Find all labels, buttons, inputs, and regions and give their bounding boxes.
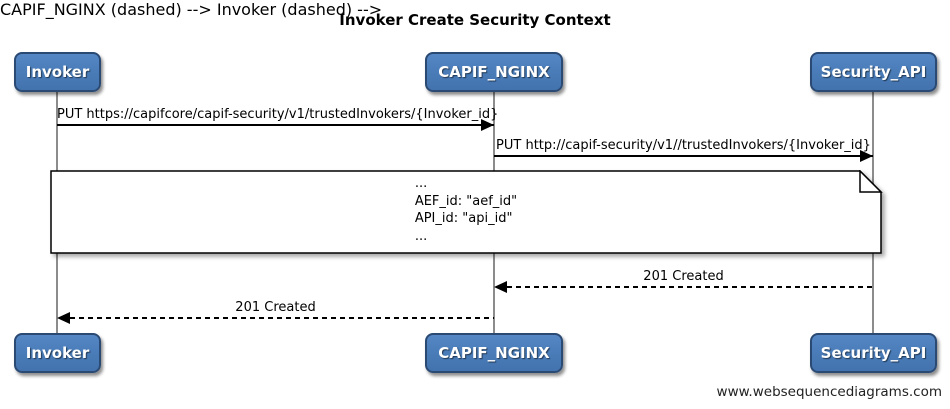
message-return-line xyxy=(61,317,494,319)
actor-top-security-api: Security_API xyxy=(810,52,937,92)
arrowhead-right-icon xyxy=(481,119,494,131)
message-arrow-line xyxy=(494,155,873,157)
message-label: 201 Created xyxy=(643,269,724,284)
actor-bottom-security-api: Security_API xyxy=(810,333,937,373)
note-line: ... xyxy=(414,228,428,244)
actor-top-invoker: Invoker xyxy=(14,52,101,92)
note-fold-icon xyxy=(859,169,883,193)
note-line: ... xyxy=(414,176,428,191)
actor-bottom-invoker: Invoker xyxy=(14,333,101,373)
note-text: ... AEF_id: "aef_id" API_id: "api_id" ..… xyxy=(50,170,882,254)
note-outline xyxy=(50,169,883,254)
actor-top-capif-nginx: CAPIF_NGINX xyxy=(425,52,563,92)
message-label: 201 Created xyxy=(235,300,316,315)
note-box: ... AEF_id: "aef_id" API_id: "api_id" ..… xyxy=(50,169,886,258)
message-arrow-line xyxy=(57,124,494,126)
message-label: PUT https://capifcore/capif-security/v1/… xyxy=(57,107,499,122)
note-line: AEF_id: "aef_id" xyxy=(414,193,518,209)
diagram-title: Invoker Create Security Context xyxy=(339,11,611,29)
watermark: www.websequencediagrams.com xyxy=(716,384,942,400)
actor-bottom-capif-nginx: CAPIF_NGINX xyxy=(425,333,563,373)
note-line: API_id: "api_id" xyxy=(414,211,513,226)
message-label: PUT http://capif-security/v1//trustedInv… xyxy=(496,138,871,153)
message-return-line xyxy=(498,286,873,288)
arrowhead-right-icon xyxy=(860,150,873,162)
arrowhead-left-icon xyxy=(57,312,70,324)
arrowhead-left-icon xyxy=(494,281,507,293)
